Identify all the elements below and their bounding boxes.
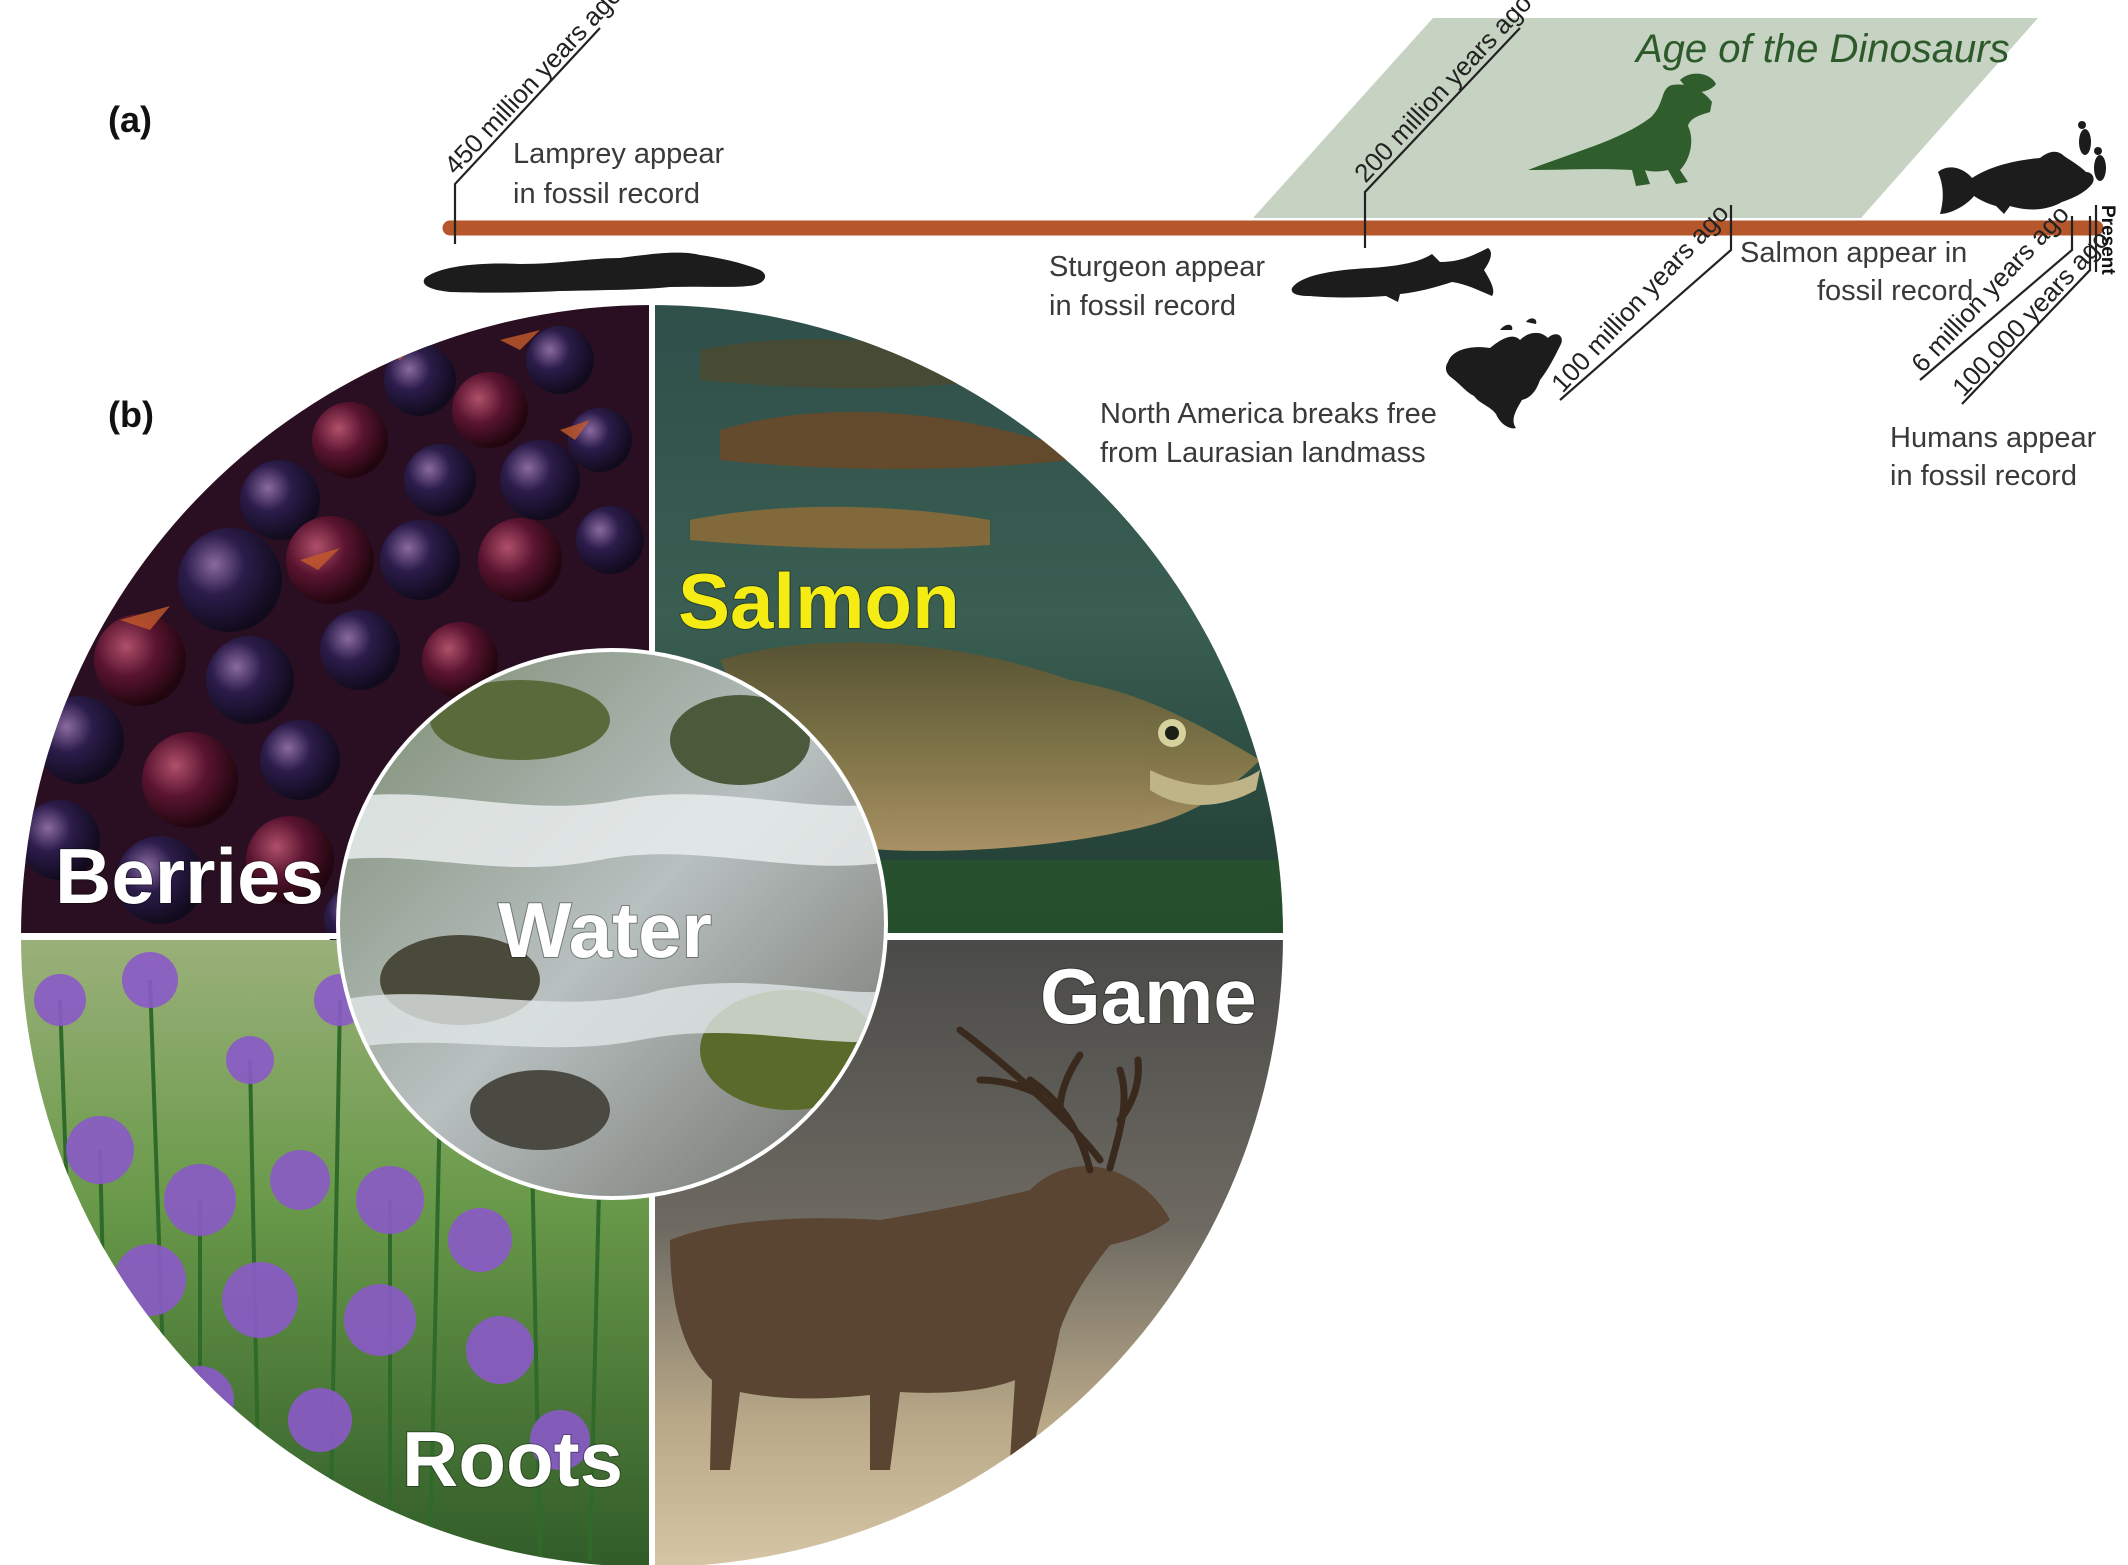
panel-label-a: (a) xyxy=(108,99,152,140)
salmon-event-label-2: fossil record xyxy=(1817,275,1973,307)
wheel-label-game: Game xyxy=(1040,952,1257,1040)
dinosaur-era-band xyxy=(1253,18,2038,218)
lamprey-label-2: in fossil record xyxy=(513,178,700,210)
north-america-map xyxy=(1445,318,1562,429)
panel-label-b: (b) xyxy=(108,394,154,435)
lamprey-label-1: Lamprey appear xyxy=(513,138,725,170)
wheel-label-roots: Roots xyxy=(402,1415,623,1503)
water-center xyxy=(336,648,888,1200)
salmon-silhouette xyxy=(1938,151,2094,214)
sturgeon-label-1: Sturgeon appear xyxy=(1049,251,1265,283)
timeline: Age of the Dinosaurs 450 million years a… xyxy=(423,0,2118,492)
lamprey-silhouette xyxy=(423,252,766,293)
footprints-icon xyxy=(2078,121,2106,181)
present-label: Present xyxy=(2097,205,2118,275)
sturgeon-silhouette xyxy=(1291,248,1494,302)
wheel-label-berries: Berries xyxy=(55,832,324,920)
era-title: Age of the Dinosaurs xyxy=(1634,27,2010,71)
north-america-label-2: from Laurasian landmass xyxy=(1100,437,1426,469)
humans-label-2: in fossil record xyxy=(1890,460,2077,492)
north-america-label-1: North America breaks free xyxy=(1100,398,1437,430)
salmon-event-label-1: Salmon appear in xyxy=(1740,237,1967,269)
elk-silhouette xyxy=(670,1026,1170,1470)
dinosaur-silhouette xyxy=(1528,73,1716,186)
humans-label-1: Humans appear xyxy=(1890,422,2097,454)
wheel-label-salmon: Salmon xyxy=(678,557,960,645)
wheel-label-water: Water xyxy=(498,886,712,974)
sturgeon-label-2: in fossil record xyxy=(1049,290,1236,322)
